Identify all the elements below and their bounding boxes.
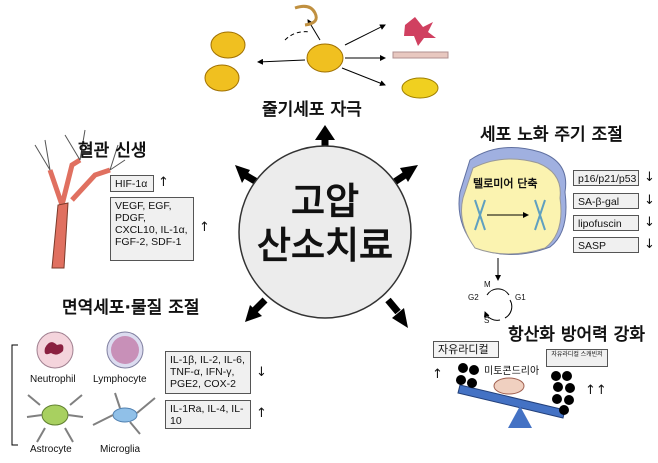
immune-title: 면역세포·물질 조절 [62, 298, 200, 318]
free-radical-up-arrow: ↑ [432, 367, 443, 382]
cycle-m: M [484, 280, 491, 289]
scavenger-up-arrow: ↑↑ [585, 383, 607, 398]
cell-neutrophil: Neutrophil [30, 374, 76, 385]
proinflammatory-box: IL-1β, IL-2, IL-6, TNF-α, IFN-γ, PGE2, C… [165, 351, 251, 394]
antiinflammatory-up-arrow: ↑ [256, 406, 267, 421]
immune-cells-illustration [11, 331, 156, 446]
center-circle [238, 145, 412, 319]
angiogenesis-title: 혈관 신생 [78, 141, 147, 161]
marker-sa-beta-gal: SA-β-gal [573, 193, 639, 209]
marker-lipofuscin: lipofuscin [573, 215, 639, 231]
cycle-s: S [484, 316, 490, 325]
cycle-g2: G2 [468, 293, 479, 302]
hif-up-arrow: ↑ [158, 175, 169, 190]
down-arrow: ↓ [644, 193, 655, 208]
growth-factor-up-arrow: ↑ [199, 220, 210, 235]
stem-cell-illustration [204, 4, 449, 99]
senescent-cell-illustration [458, 147, 567, 321]
cell-microglia: Microglia [100, 444, 141, 455]
blood-vessel-illustration [34, 129, 126, 269]
hif-box: HIF-1α [110, 175, 154, 192]
cell-astrocyte: Astrocyte [30, 444, 72, 455]
down-arrow: ↓ [644, 215, 655, 230]
mitochondria-label: 미토콘드리아 [484, 366, 540, 377]
proinflammatory-down-arrow: ↓ [256, 365, 267, 380]
seesaw-illustration [456, 363, 575, 428]
scavenger-box: 자유라디컬 스캐빈저 [546, 349, 608, 367]
growth-factor-box: VEGF, EGF, PDGF, CXCL10, IL-1α, FGF-2, S… [110, 197, 194, 261]
senescence-title: 세포 노화 주기 조절 [480, 125, 623, 145]
marker-p16: p16/p21/p53 [573, 170, 639, 186]
cycle-g1: G1 [515, 293, 526, 302]
center-title-line2: 산소치료 [256, 224, 394, 267]
stem-cell-title: 줄기세포 자극 [262, 100, 362, 120]
down-arrow: ↓ [644, 237, 655, 252]
down-arrow: ↓ [644, 170, 655, 185]
center-title-line1: 고압 [290, 180, 360, 223]
free-radical-box: 자유라디컬 [433, 341, 499, 358]
marker-sasp: SASP [573, 237, 639, 253]
cell-lymphocyte: Lymphocyte [93, 374, 147, 385]
antioxidant-title: 항산화 방어력 강화 [508, 325, 645, 345]
telomere-label: 텔로미어 단축 [473, 177, 538, 190]
center-title: 고압 산소치료 [239, 180, 411, 268]
antiinflammatory-box: IL-1Ra, IL-4, IL-10 [165, 400, 251, 429]
